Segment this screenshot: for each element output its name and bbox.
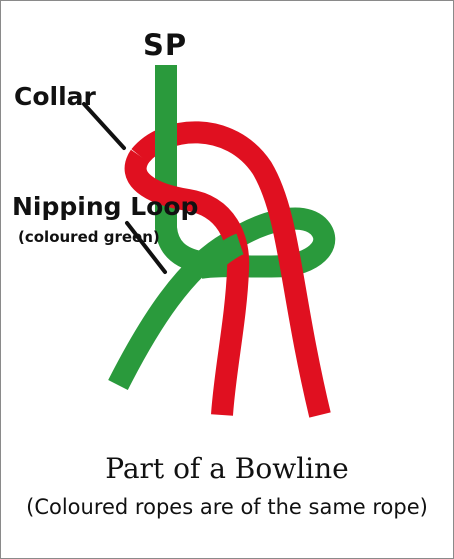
green-rope-lower-strand: [108, 207, 336, 390]
standing-part-label: SP: [143, 28, 188, 62]
diagram-subtitle: (Coloured ropes are of the same rope): [26, 495, 428, 519]
red-rope-right-strand: [131, 121, 331, 418]
nipping-loop-pointer-line: [125, 221, 167, 274]
collar-label: Collar: [14, 82, 96, 111]
diagram-title: Part of a Bowline: [105, 452, 349, 485]
green-rope-standing-part: [155, 65, 203, 273]
collar-pointer-line: [82, 102, 126, 150]
nipping-loop-note: (coloured green): [18, 228, 160, 246]
nipping-loop-label: Nipping Loop: [12, 192, 199, 221]
green-rope-front-crossing: [195, 233, 245, 279]
